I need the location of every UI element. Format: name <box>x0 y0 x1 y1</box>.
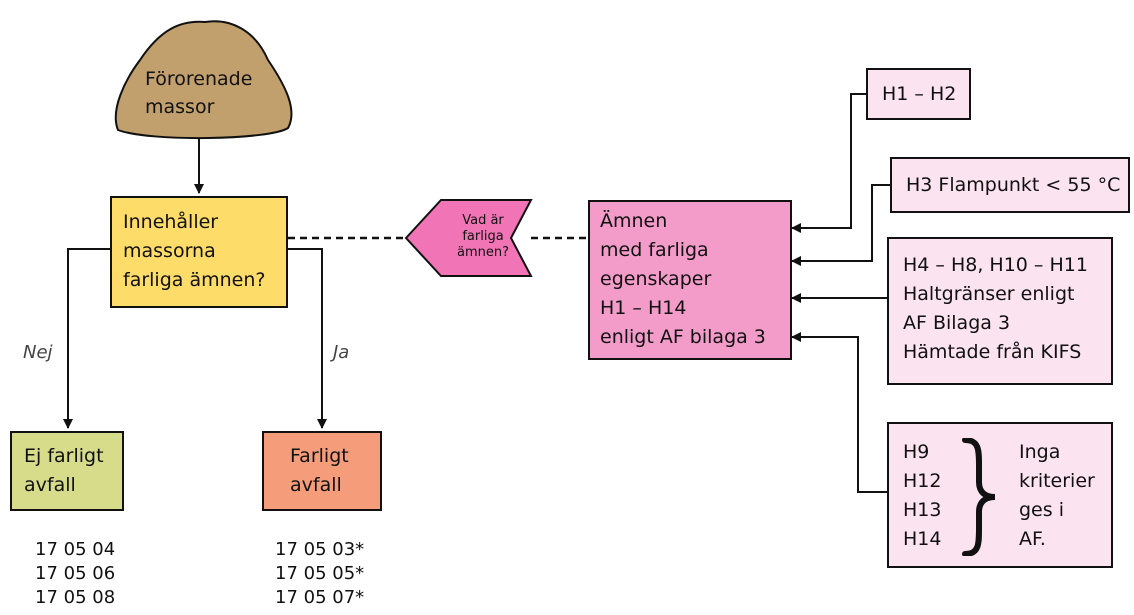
question-box: Innehåller massorna farliga ämnen? <box>110 196 288 308</box>
cloud-label: Förorenade massor <box>145 65 252 121</box>
arrow-from-h1-h2 <box>791 93 866 233</box>
criteria-code: H13 <box>903 499 942 521</box>
question-line: Innehåller <box>123 211 219 233</box>
criteria-note-line: AF. <box>1019 528 1046 550</box>
ej-farligt-codes: 17 05 04 17 05 06 17 05 08 <box>35 538 115 610</box>
criteria-line: H4 – H8, H10 – H11 <box>903 254 1088 276</box>
criteria-box-h3: H3 Flampunkt < 55 °C <box>890 157 1130 213</box>
farligt-line: avfall <box>290 474 342 496</box>
arrow-from-h9-h14 <box>791 332 887 493</box>
criteria-box-h9-h14: H9 H12 H13 H14 Inga kriterier ges i AF. <box>887 422 1113 568</box>
question-line: farliga ämnen? <box>123 269 266 291</box>
branch-label-no: Nej <box>23 342 53 363</box>
arrow-yes-branch <box>288 248 327 429</box>
waste-code: 17 05 06 <box>35 563 116 584</box>
question-line: massorna <box>123 240 216 262</box>
arrow-no-branch <box>63 248 110 429</box>
criteria-line: Hämtade från KIFS <box>903 341 1082 363</box>
properties-line: egenskaper <box>600 268 712 290</box>
waste-code: 17 05 04 <box>35 539 116 560</box>
waste-code: 17 05 08 <box>35 587 116 608</box>
properties-line: enligt AF bilaga 3 <box>600 326 766 348</box>
criteria-box-h4-h11: H4 – H8, H10 – H11 Haltgränser enligt AF… <box>887 237 1113 385</box>
cloud-label-line: massor <box>145 96 215 118</box>
criteria-text: H3 Flampunkt < 55 °C <box>906 174 1121 196</box>
criteria-line: Haltgränser enligt <box>903 283 1075 305</box>
criteria-text: H1 – H2 <box>882 83 957 105</box>
farligt-avfall-box: Farligt avfall <box>262 431 382 511</box>
ej-farligt-line: avfall <box>24 474 76 496</box>
criteria-note-line: kriterier <box>1019 470 1095 492</box>
properties-box: Ämnen med farliga egenskaper H1 – H14 en… <box>588 200 792 360</box>
criteria-note: Inga kriterier ges i AF. <box>1019 438 1095 554</box>
branch-label-yes: Ja <box>333 342 350 363</box>
properties-line: Ämnen <box>600 210 668 232</box>
criteria-note-line: Inga <box>1019 441 1061 463</box>
tag-label: Vad är farliga ämnen? <box>448 213 518 261</box>
properties-line: med farliga <box>600 239 709 261</box>
arrow-from-h3 <box>791 184 890 266</box>
criteria-code: H14 <box>903 528 942 550</box>
waste-code: 17 05 03* <box>275 539 365 560</box>
tag-line: ämnen? <box>456 245 509 260</box>
right-curly-brace-icon <box>962 438 996 556</box>
ej-farligt-avfall-box: Ej farligt avfall <box>10 431 124 511</box>
properties-line: H1 – H14 <box>600 297 687 319</box>
cloud-label-line: Förorenade <box>145 68 253 90</box>
tag-line: farliga <box>462 229 504 244</box>
waste-code: 17 05 07* <box>275 587 365 608</box>
cloud-shape <box>114 20 293 140</box>
criteria-box-h1-h2: H1 – H2 <box>866 68 971 120</box>
tag-line: Vad är <box>462 213 504 228</box>
criteria-code: H12 <box>903 470 942 492</box>
waste-code: 17 05 05* <box>275 563 365 584</box>
criteria-code: H9 <box>903 441 930 463</box>
tag-shape <box>404 199 533 277</box>
criteria-codes: H9 H12 H13 H14 <box>903 438 941 554</box>
farligt-codes: 17 05 03* 17 05 05* 17 05 07* <box>275 538 364 610</box>
farligt-line: Farligt <box>290 445 349 467</box>
criteria-note-line: ges i <box>1019 499 1064 521</box>
criteria-line: AF Bilaga 3 <box>903 312 1011 334</box>
ej-farligt-line: Ej farligt <box>24 445 104 467</box>
